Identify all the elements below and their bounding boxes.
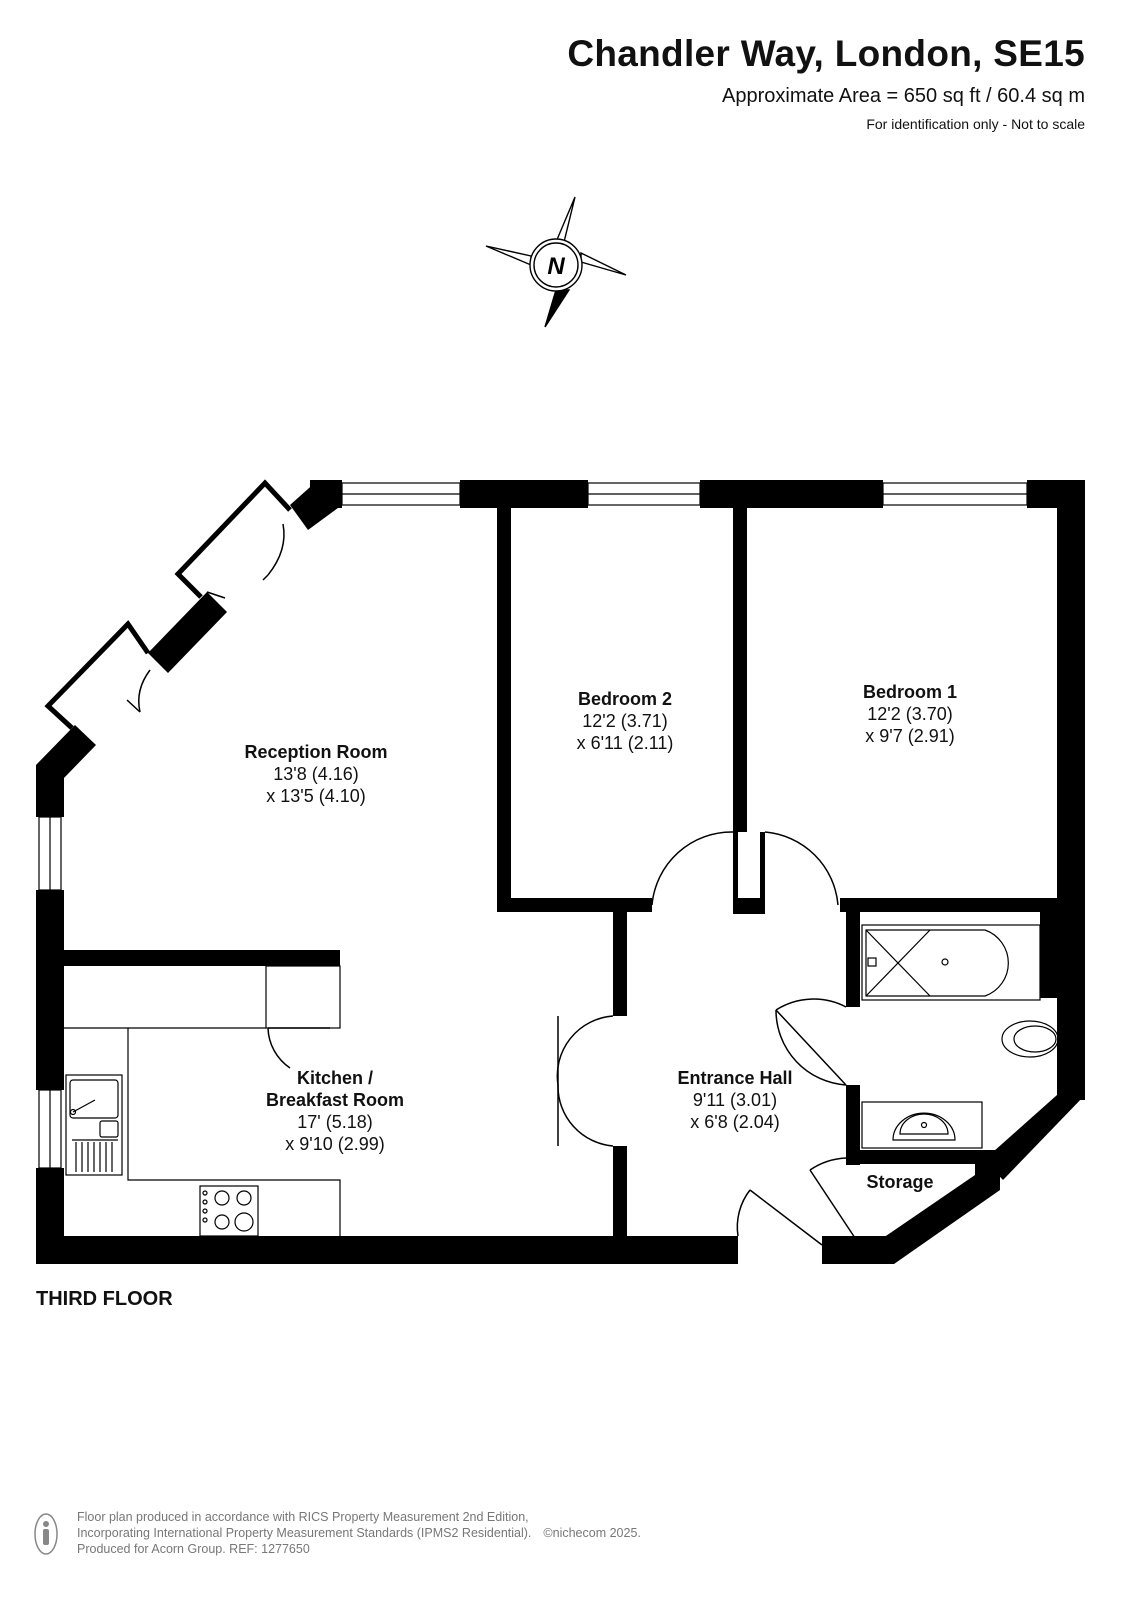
kitchen-name-line2: Breakfast Room [265, 1090, 405, 1110]
compass-icon [485, 196, 627, 328]
room-label-entrance-hall: Entrance Hall 9'11 (3.01) x 6'8 (2.04) [677, 1067, 792, 1133]
windows [38, 482, 1028, 1169]
balcony-outlines [44, 479, 292, 730]
reception-room-name: Reception Room [244, 742, 388, 762]
interior-walls [64, 480, 1057, 1236]
bedroom-1-name: Bedroom 1 [862, 682, 958, 702]
person-icon [34, 1513, 58, 1555]
reception-room-dim1: 13'8 (4.16) [273, 764, 359, 784]
exterior-walls [36, 480, 1085, 1264]
entrance-hall-name: Entrance Hall [677, 1068, 793, 1088]
hob-icon [199, 1185, 259, 1237]
footer-line-2: Incorporating International Property Mea… [77, 1526, 532, 1540]
basin-icon [861, 1101, 983, 1149]
kitchen-name-line1: Kitchen / [296, 1068, 374, 1088]
bedroom-1-dim1: 12'2 (3.70) [867, 704, 953, 724]
bedroom-2-name: Bedroom 2 [577, 689, 673, 709]
entrance-hall-dim1: 9'11 (3.01) [692, 1090, 778, 1110]
property-title: Chandler Way, London, SE15 [567, 33, 1085, 74]
kitchen-counters [64, 965, 341, 1236]
reception-room-dim2: x 13'5 (4.10) [266, 786, 366, 806]
room-label-reception: Reception Room 13'8 (4.16) x 13'5 (4.10) [244, 741, 387, 807]
footer-notes: Floor plan produced in accordance with R… [77, 1509, 641, 1557]
footer-line-3: Produced for Acorn Group. REF: 1277650 [77, 1542, 310, 1556]
footer-copyright: ©nichecom 2025. [543, 1526, 641, 1540]
compass-north-label: N [547, 253, 565, 280]
room-label-bedroom-2: Bedroom 2 12'2 (3.71) x 6'11 (2.11) [577, 688, 674, 754]
bedroom-1-dim2: x 9'7 (2.91) [865, 726, 955, 746]
plan-header: Chandler Way, London, SE15 Approximate A… [567, 33, 1085, 132]
kitchen-dim2: x 9'10 (2.99) [285, 1134, 385, 1154]
floor-label: THIRD FLOOR [36, 1288, 173, 1310]
kitchen-dim1: 17' (5.18) [297, 1112, 373, 1132]
toilet-icon [1001, 1017, 1071, 1061]
scale-disclaimer: For identification only - Not to scale [866, 115, 1085, 132]
bedroom-2-dim2: x 6'11 (2.11) [576, 733, 674, 753]
room-label-storage: Storage [866, 1171, 933, 1193]
balcony-doors [126, 523, 285, 713]
room-label-bedroom-1: Bedroom 1 12'2 (3.70) x 9'7 (2.91) [863, 681, 957, 747]
kitchen-sink-icon [65, 1074, 123, 1176]
bedroom-2-dim1: 12'2 (3.71) [582, 711, 668, 731]
footer-line-1: Floor plan produced in accordance with R… [77, 1510, 529, 1524]
door-swings [267, 831, 856, 1246]
approximate-area: Approximate Area = 650 sq ft / 60.4 sq m [722, 84, 1085, 107]
bathtub-icon [861, 924, 1041, 1001]
entrance-hall-dim2: x 6'8 (2.04) [690, 1112, 780, 1132]
storage-name: Storage [866, 1172, 934, 1192]
room-label-kitchen: Kitchen / Breakfast Room 17' (5.18) x 9'… [266, 1067, 404, 1155]
